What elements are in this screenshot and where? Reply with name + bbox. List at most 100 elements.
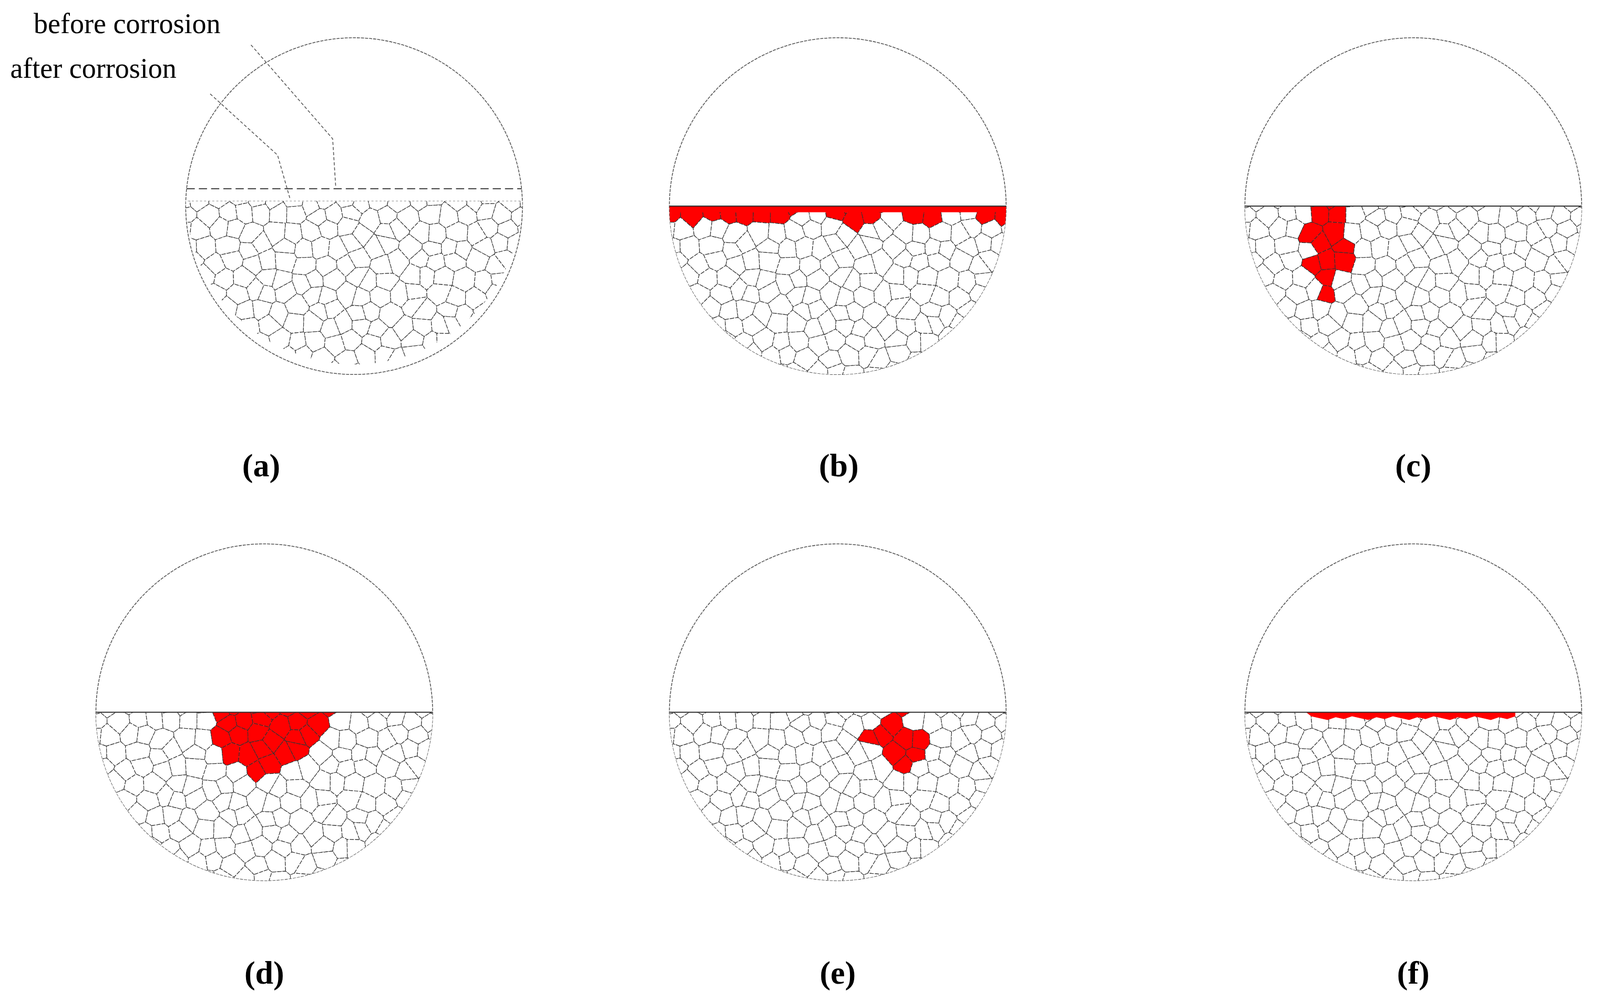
metal-grain (1016, 822, 1042, 840)
metal-grain (456, 835, 469, 860)
metal-grain (1216, 776, 1239, 794)
metal-grain (178, 165, 198, 197)
metal-grain (835, 886, 861, 917)
metal-grain (771, 869, 789, 892)
metal-grain (885, 361, 903, 384)
metal-grain (827, 363, 846, 382)
metal-grain (1006, 778, 1030, 799)
metal-grain (378, 671, 405, 699)
metal-grain (1209, 727, 1237, 748)
metal-grain (885, 344, 911, 364)
corrosion-panel (149, 37, 559, 410)
metal-grain (885, 850, 911, 870)
metal-grain (633, 332, 651, 356)
metal-grain (1563, 365, 1589, 387)
metal-grain (464, 350, 486, 369)
leader-line (251, 44, 336, 187)
metal-grain (1231, 885, 1256, 916)
corroded-grain (648, 165, 670, 196)
metal-grain (767, 293, 794, 315)
corroded-grain (1317, 248, 1336, 271)
metal-grain (440, 811, 464, 826)
metal-grain (1208, 671, 1228, 700)
metal-grain (648, 301, 673, 322)
metal-grain (949, 818, 969, 841)
metal-grain (1255, 165, 1281, 196)
metal-grain (1551, 806, 1571, 830)
metal-grain (159, 359, 183, 387)
metal-grain (1492, 772, 1514, 792)
corroded-grain (238, 671, 259, 701)
metal-grain (1017, 855, 1039, 871)
metal-grain (710, 822, 726, 841)
metal-grain (1208, 819, 1229, 843)
metal-grain (98, 822, 123, 838)
metal-grain (1038, 256, 1042, 271)
metal-grain (914, 869, 937, 890)
metal-grain (1223, 333, 1243, 353)
metal-grain (761, 851, 781, 872)
metal-grain (789, 269, 808, 288)
metal-grain (1019, 284, 1040, 307)
metal-grain (1223, 839, 1243, 859)
metal-grain (676, 301, 701, 321)
corroded-grain (1330, 165, 1350, 197)
metal-grain (1233, 222, 1251, 242)
metal-grain (267, 870, 291, 893)
metal-grain (103, 887, 129, 917)
metal-grain (1503, 884, 1527, 917)
metal-grain (405, 888, 430, 917)
corroded-grain (680, 165, 705, 196)
corroded-grain (712, 188, 736, 205)
metal-grain (227, 347, 248, 368)
metal-grain (331, 671, 354, 699)
metal-grain (446, 727, 468, 754)
metal-grain (1330, 671, 1350, 703)
metal-grain (530, 305, 553, 320)
pipe-outline (95, 543, 433, 880)
metal-grain (463, 698, 469, 713)
metal-grain (401, 738, 419, 760)
metal-grain (506, 165, 526, 192)
metal-grain (948, 856, 969, 875)
metal-grain (1336, 851, 1357, 872)
metal-grain (444, 885, 466, 916)
label-slot: (b) (818, 447, 859, 484)
metal-grain (508, 299, 533, 320)
metal-grain (835, 381, 861, 411)
metal-grain (253, 868, 272, 887)
metal-grain (753, 708, 771, 730)
metal-grain (819, 696, 842, 714)
metal-grain (634, 793, 660, 813)
metal-grain (1208, 263, 1218, 293)
metal-grain (715, 836, 736, 856)
metal-grain (193, 696, 215, 713)
metal-grain (988, 280, 1008, 304)
metal-grain (189, 284, 206, 306)
corrosion-panel (633, 543, 1043, 916)
metal-grain (1029, 835, 1042, 860)
metal-grain (1595, 221, 1600, 248)
metal-grain (1210, 257, 1239, 275)
metal-grain (524, 234, 549, 255)
metal-grain (1216, 240, 1238, 259)
metal-grain (1523, 334, 1548, 352)
corroded-grain (662, 165, 682, 197)
metal-grain (517, 289, 536, 310)
metal-grain (648, 671, 670, 702)
metal-grain (840, 364, 865, 387)
metal-grain (856, 373, 880, 410)
metal-grain (661, 237, 681, 255)
metal-grain (337, 378, 357, 410)
metal-grain (60, 886, 83, 917)
metal-grain (192, 301, 217, 321)
metal-grain (67, 746, 89, 765)
metal-grain (398, 868, 417, 886)
metal-grain (1038, 825, 1042, 839)
metal-grain (698, 671, 719, 699)
corroded-grain (753, 201, 771, 224)
metal-grain (760, 888, 790, 917)
metal-grain (1237, 671, 1257, 703)
metal-grain (439, 838, 459, 861)
metal-grain (60, 854, 84, 876)
